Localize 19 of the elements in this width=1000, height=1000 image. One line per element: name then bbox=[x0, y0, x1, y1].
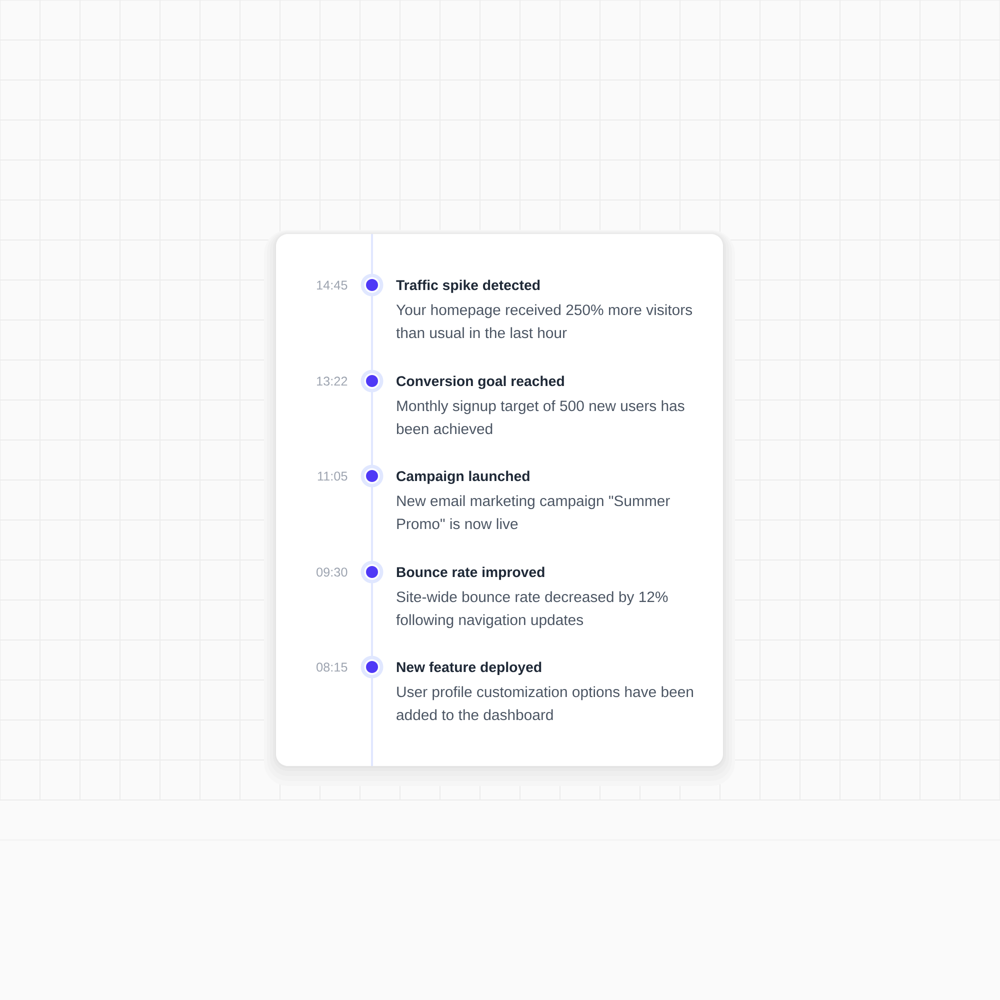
event-title: Bounce rate improved bbox=[396, 566, 544, 580]
timeline-dot bbox=[360, 560, 384, 584]
event-description: New email marketing campaign "Summer Promo" is now live bbox=[397, 495, 670, 530]
timeline-dot bbox=[360, 370, 384, 392]
timestamp: 08:15 bbox=[316, 662, 348, 672]
timestamp: 13:22 bbox=[317, 376, 348, 386]
timestamp: 09:30 bbox=[316, 568, 348, 577]
timeline-dot bbox=[360, 464, 384, 488]
timestamp: 14:45 bbox=[317, 280, 348, 290]
timestamp: 11:05 bbox=[318, 472, 348, 481]
event-description: Monthly signup target of 500 new users has been achieved bbox=[396, 400, 684, 434]
card bbox=[264, 230, 735, 786]
event-title: Conversion goal reached bbox=[396, 376, 564, 389]
event-title: Campaign launched bbox=[396, 470, 530, 484]
event-title: New feature deployed bbox=[396, 662, 542, 675]
event-description: User profile customization options have been added to the dashboard bbox=[396, 686, 693, 720]
timeline-dot bbox=[360, 656, 384, 678]
event-description: Site-wide bounce rate decreased by 12% following navigation updates bbox=[396, 591, 668, 628]
timeline-dot bbox=[360, 274, 384, 296]
